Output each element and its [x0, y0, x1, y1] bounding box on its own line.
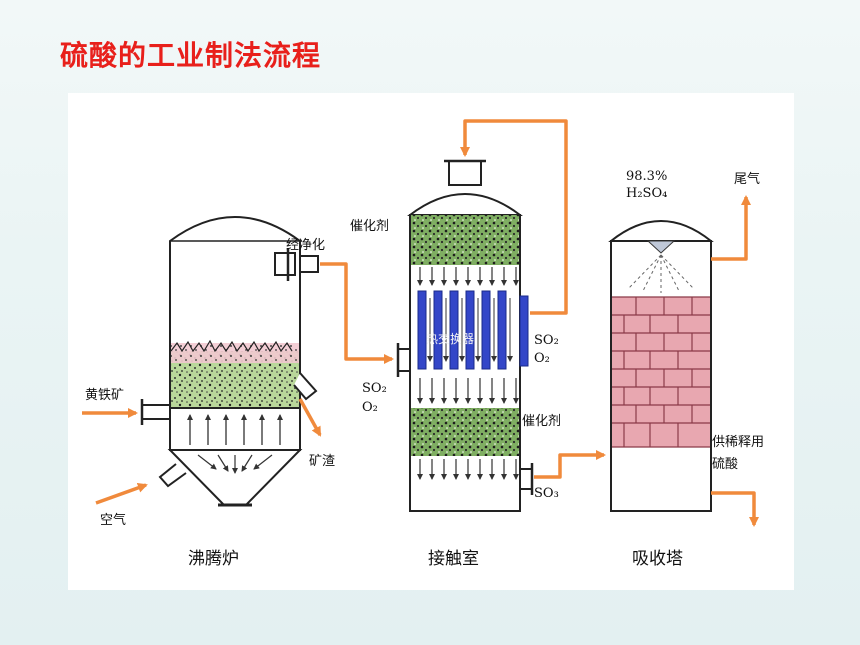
supply-line1-label: 供稀释用 — [712, 435, 764, 450]
supply-line2-label: 硫酸 — [712, 457, 738, 472]
tail-gas-label: 尾气 — [734, 171, 760, 187]
air-feed-arrow — [95, 483, 148, 505]
page-title: 硫酸的工业制法流程 — [60, 39, 322, 72]
contact-chamber-caption: 接触室 — [428, 549, 479, 569]
heat-exchanger-label: 热交换器 — [426, 331, 474, 346]
inlet-o2-label: O₂ — [362, 400, 378, 415]
acid-output-arrow — [711, 491, 759, 527]
purified-label: 经净化 — [286, 238, 325, 253]
diagram-canvas: 黄铁矿 空气 矿渣 经净化 SO₂ O₂ 催化剂 催化剂 热交换器 SO₂ O₂… — [82, 119, 764, 569]
acid-concentration-label: 98.3% — [626, 169, 667, 184]
absorption-tower — [608, 220, 714, 512]
tail-gas-arrow — [711, 195, 751, 261]
heat-exchanger — [417, 290, 529, 370]
contact-chamber — [396, 159, 534, 512]
so3-transfer-arrow — [534, 450, 606, 479]
inlet-so2-label: SO₂ — [362, 381, 387, 396]
outlet-o2-label: O₂ — [534, 351, 550, 366]
brick-packing — [612, 296, 710, 448]
flow-lines — [82, 119, 759, 527]
catalyst-bottom-label: 催化剂 — [522, 414, 561, 429]
process-diagram: 黄铁矿 空气 矿渣 经净化 SO₂ O₂ 催化剂 催化剂 热交换器 SO₂ O₂… — [68, 93, 794, 590]
furnace-caption: 沸腾炉 — [188, 549, 239, 569]
pyrite-label: 黄铁矿 — [85, 388, 124, 403]
outlet-so2-label: SO₂ — [534, 333, 559, 348]
absorption-tower-caption: 吸收塔 — [632, 549, 683, 569]
gas-transfer-arrow — [320, 262, 394, 364]
catalyst-bed-top — [411, 215, 519, 265]
slag-arrow — [298, 398, 322, 437]
slag-label: 矿渣 — [309, 454, 335, 469]
boiling-furnace — [140, 216, 319, 507]
acid-formula-label: H₂SO₄ — [626, 186, 667, 201]
recycle-loop-arrow — [460, 119, 568, 315]
so3-label: SO₃ — [534, 486, 559, 501]
air-label: 空气 — [100, 512, 126, 528]
catalyst-top-label: 催化剂 — [350, 219, 389, 234]
catalyst-bed-bottom — [411, 408, 519, 456]
